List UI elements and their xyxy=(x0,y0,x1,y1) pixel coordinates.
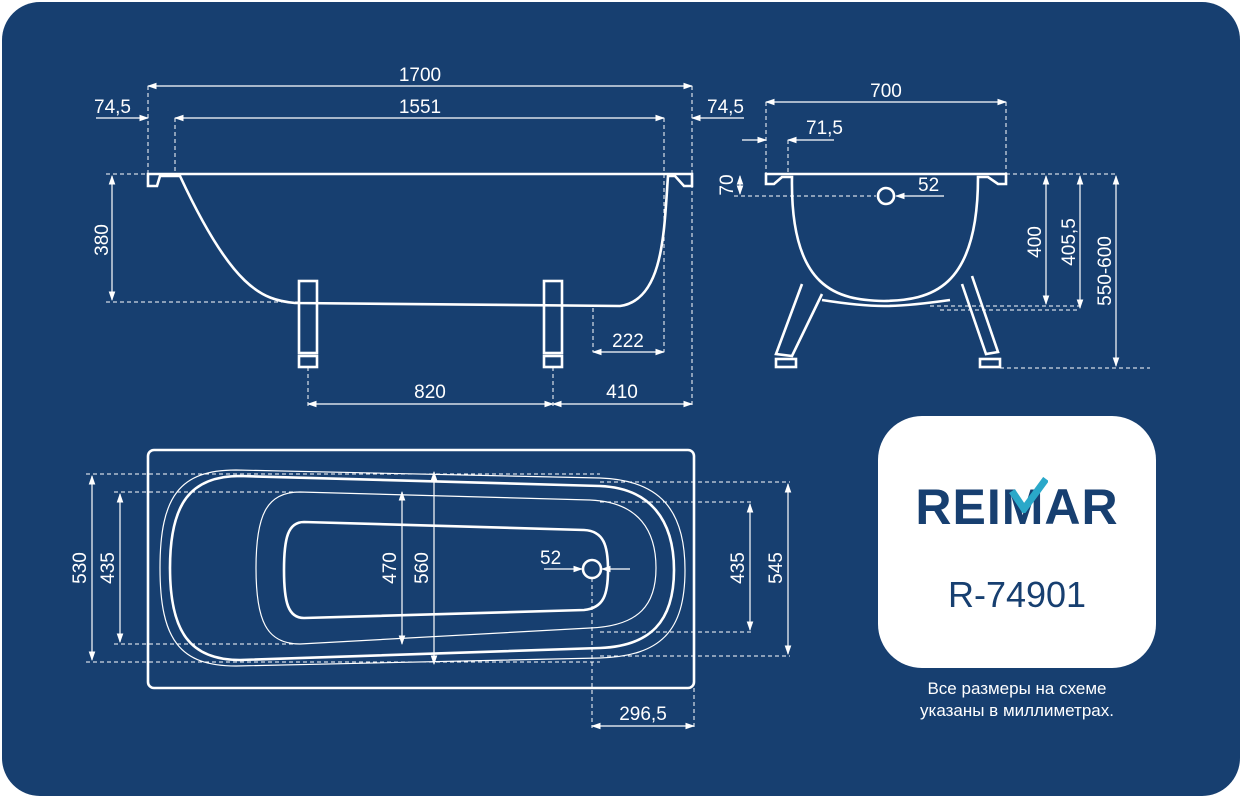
dimension-label-530: 530 xyxy=(70,552,91,584)
top-view-inner-slope xyxy=(255,491,657,645)
dimension-label-410: 410 xyxy=(606,382,638,403)
dimension-label-560: 560 xyxy=(412,552,433,584)
dimension-label-550-600: 550-600 xyxy=(1095,236,1116,306)
dimension-label-222: 222 xyxy=(612,331,644,352)
end-view-leg-right xyxy=(960,275,1000,356)
units-note: Все размеры на схеме указаны в миллиметр… xyxy=(878,678,1156,722)
side-view-leg-right xyxy=(542,279,564,355)
side-view: 1700 1551 74,5 74,5 380 222 820 410 xyxy=(92,65,744,408)
side-view-tub-outline xyxy=(146,172,694,308)
dimension-label-rim-left: 74,5 xyxy=(94,97,131,118)
overflow-hole-icon xyxy=(876,186,896,206)
logo-accent-letter: M xyxy=(1002,477,1048,535)
units-note-line-2: указаны в миллиметрах. xyxy=(920,701,1114,720)
dimension-label-drain-52: 52 xyxy=(540,548,561,569)
dimension-label-overflow-52: 52 xyxy=(918,175,939,196)
dimension-label-400: 400 xyxy=(1025,226,1046,258)
end-view-bottom xyxy=(821,298,951,308)
dimension-label-70: 70 xyxy=(717,174,738,195)
units-note-line-1: Все размеры на схеме xyxy=(927,679,1107,698)
dimension-label-71-5: 71,5 xyxy=(806,118,843,139)
logo-check-icon xyxy=(1008,477,1048,513)
model-number: R-74901 xyxy=(947,574,1087,615)
dimension-label-470: 470 xyxy=(380,552,401,584)
side-view-foot-right xyxy=(542,354,564,369)
dimension-label-380: 380 xyxy=(92,224,113,256)
side-view-leg-left xyxy=(297,279,319,355)
top-view-outer-contour xyxy=(159,469,686,667)
dimension-label-545: 545 xyxy=(766,552,787,584)
dimension-label-296-5: 296,5 xyxy=(619,704,667,725)
end-view: 700 71,5 70 52 400 405,5 550-600 xyxy=(717,81,1150,369)
top-view-basin-contour xyxy=(168,474,676,662)
dimension-label-1551: 1551 xyxy=(399,97,441,118)
dimension-label-405-5: 405,5 xyxy=(1059,218,1080,266)
top-view-bottom-contour xyxy=(282,520,610,620)
dimension-label-820: 820 xyxy=(414,382,446,403)
end-view-tub-outline xyxy=(764,172,1008,303)
end-view-foot-left xyxy=(774,357,798,369)
drain-hole-icon xyxy=(581,558,603,580)
end-view-foot-right xyxy=(978,357,1002,369)
top-view: 530 435 470 560 52 435 545 296,5 xyxy=(70,448,792,730)
end-view-leg-left xyxy=(774,283,824,358)
dimension-label-1700: 1700 xyxy=(399,65,441,86)
dimension-label-435-right: 435 xyxy=(728,552,749,584)
dimension-label-rim-right: 74,5 xyxy=(707,97,744,118)
side-view-foot-left xyxy=(297,354,319,369)
dimension-label-435-left: 435 xyxy=(98,552,119,584)
top-view-rim xyxy=(146,448,696,690)
dimension-label-700: 700 xyxy=(870,81,902,102)
